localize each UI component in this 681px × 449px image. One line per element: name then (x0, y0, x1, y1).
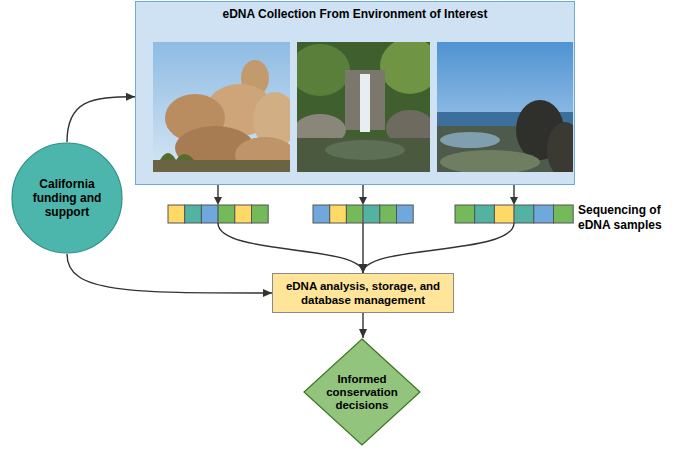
shape-fill (12, 143, 122, 253)
node-text: eDNA analysis, storage, and database man… (279, 279, 447, 307)
side-label: Sequencing of eDNA samples (578, 203, 676, 233)
shape-fill (304, 339, 420, 445)
sequence-strip (313, 205, 413, 223)
flow-arrow (363, 185, 514, 273)
flow-arrow (362, 313, 363, 338)
text-group: Informed conservation decisions (324, 373, 400, 412)
text-group: eDNA Collection From Environment of Inte… (136, 2, 574, 21)
strip-arrowhead (214, 197, 518, 205)
flow-arrow (218, 185, 363, 273)
text-group: California funding and support (23, 177, 110, 219)
text-group: eDNA analysis, storage, and database man… (273, 277, 453, 309)
process-box: eDNA analysis, storage, and database man… (272, 273, 454, 313)
flow-arrow (67, 254, 272, 293)
node-text: eDNA Collection From Environment of Inte… (136, 7, 574, 21)
flow-arrow (362, 185, 363, 273)
waterfall-photo (297, 42, 430, 172)
node-text: Informed conservation decisions (324, 373, 400, 412)
collection-panel: eDNA Collection From Environment of Inte… (135, 1, 575, 185)
decision-diamond: Informed conservation decisions (303, 338, 421, 446)
panel-fill (135, 1, 575, 185)
sequence-strip (455, 205, 573, 223)
funding-circle: California funding and support (11, 142, 123, 254)
flow-arrow (67, 97, 135, 142)
boulder-photo (153, 42, 290, 172)
node-text: California funding and support (23, 177, 110, 219)
tidepool-photo (437, 42, 573, 172)
sequence-strip (168, 205, 268, 223)
